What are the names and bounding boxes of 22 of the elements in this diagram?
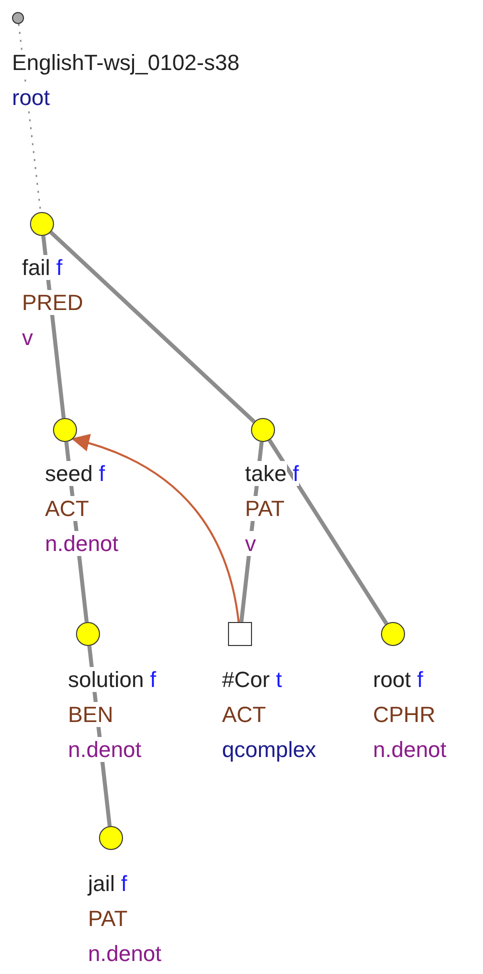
sempos-label: n.denot bbox=[68, 737, 142, 762]
word-label: solution bbox=[68, 667, 144, 692]
node-circle bbox=[251, 418, 275, 442]
functor-label: ACT bbox=[45, 496, 89, 521]
node-square bbox=[228, 622, 252, 646]
node-circle bbox=[30, 212, 54, 236]
sempos-label: v bbox=[245, 531, 256, 556]
node-circle bbox=[99, 826, 123, 850]
node-circle bbox=[76, 622, 100, 646]
functor-label: PAT bbox=[245, 496, 285, 521]
node-circle bbox=[12, 12, 24, 24]
word-label: fail bbox=[22, 255, 50, 280]
functor-label: PRED bbox=[22, 290, 84, 315]
word-label: seed bbox=[45, 461, 93, 486]
tree-edge bbox=[268, 439, 388, 625]
sempos-label: n.denot bbox=[45, 531, 118, 556]
word-label: take bbox=[245, 461, 287, 486]
tree-edge bbox=[49, 230, 256, 424]
functor-label: BEN bbox=[68, 702, 114, 727]
node-circle bbox=[53, 418, 77, 442]
node-circle bbox=[381, 622, 405, 646]
coreference-arrow bbox=[71, 434, 240, 622]
